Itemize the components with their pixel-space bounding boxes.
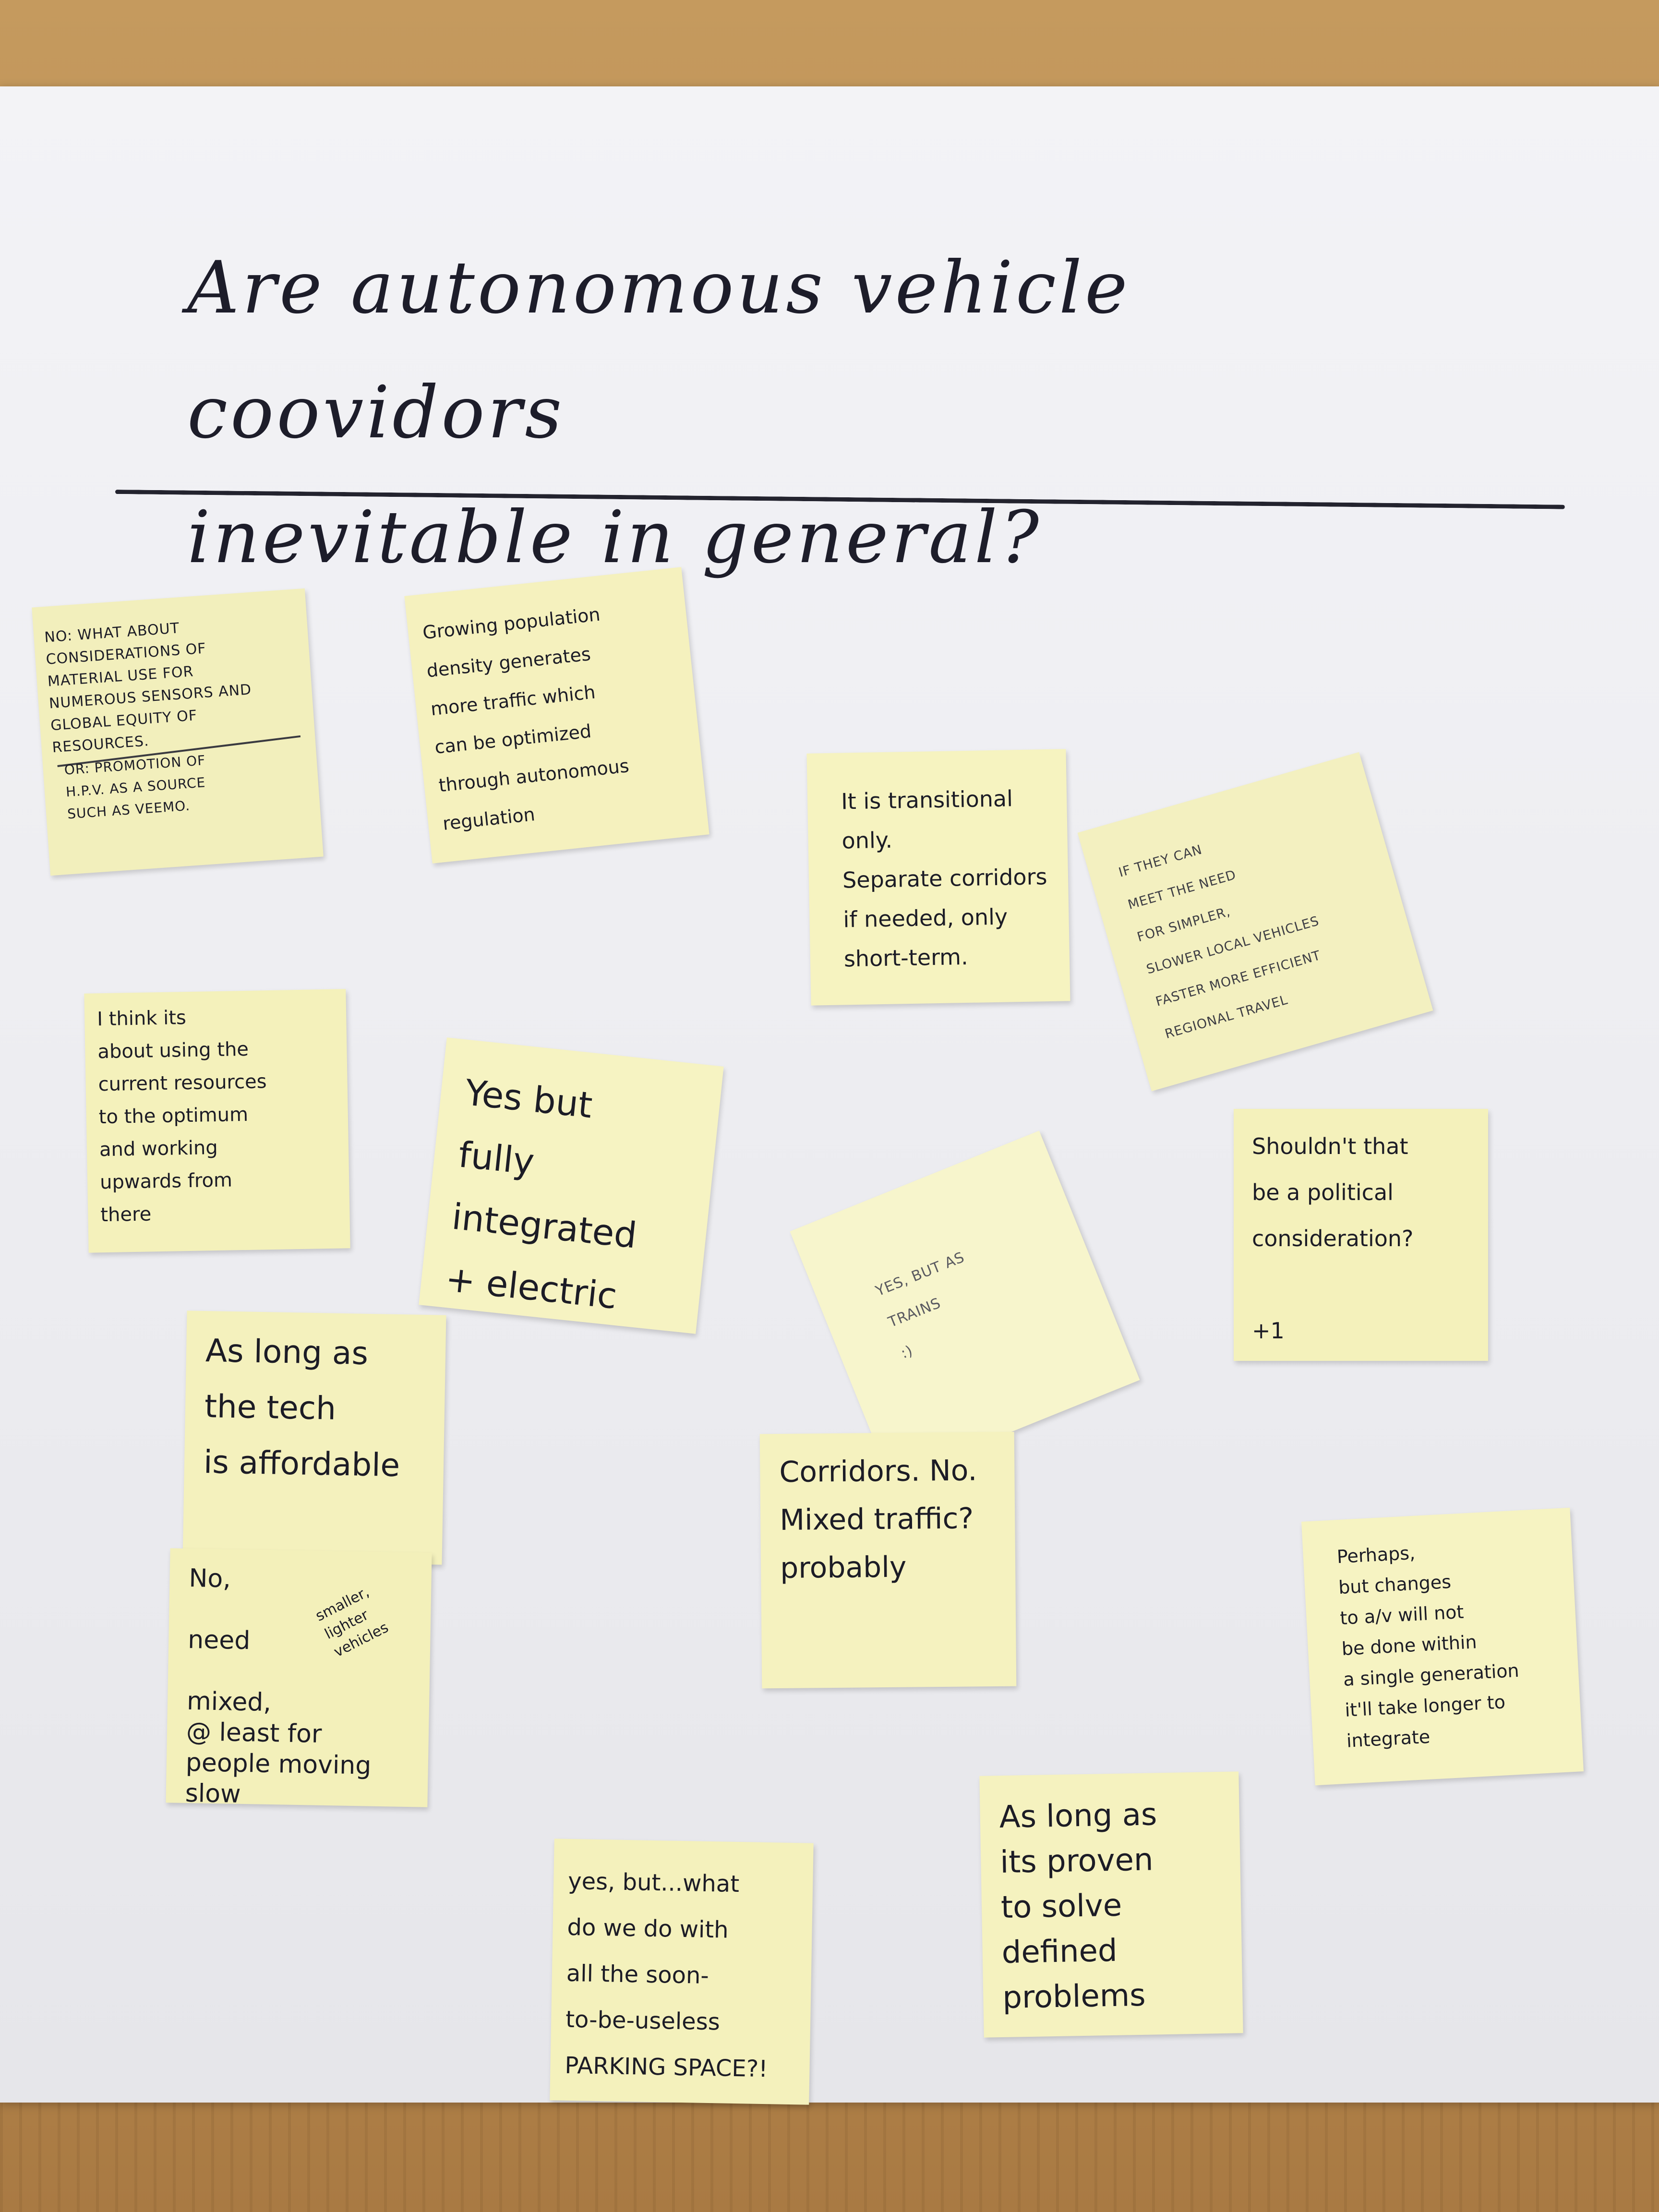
sticky-note-parking[interactable]: yes, but...what do we do with all the so…	[550, 1839, 814, 2105]
sticky-note-proven[interactable]: As long as its proven to solve defined p…	[979, 1771, 1243, 2038]
board-question: Are autonomous vehicle coovidors inevita…	[187, 246, 1130, 579]
sticky-note-political[interactable]: Shouldn't that be a political considerat…	[1234, 1109, 1488, 1361]
sticky-note-text: yes, but...what do we do with all the so…	[565, 1867, 768, 2083]
sticky-note-subtext: OR: PROMOTION OF H.P.V. AS A SOURCE SUCH…	[63, 752, 206, 822]
sticky-note-current-resources[interactable]: I think its about using the current reso…	[84, 989, 350, 1253]
sticky-note-text: Yes but fully integrated + electric	[443, 1072, 639, 1317]
sticky-note-integrated-electric[interactable]: Yes but fully integrated + electric	[419, 1037, 724, 1334]
sticky-note-perhaps[interactable]: Perhaps, but changes to a/v will not be …	[1301, 1507, 1584, 1786]
sticky-note-transitional[interactable]: It is transitional only. Separate corrid…	[806, 749, 1070, 1006]
sticky-note-text: As long as its proven to solve defined p…	[999, 1797, 1157, 2016]
sticky-note-population-density[interactable]: Growing population density generates mor…	[404, 567, 709, 864]
sticky-note-text: Shouldn't that be a political considerat…	[1252, 1133, 1414, 1344]
sticky-note-text: As long as the tech is affordable	[203, 1332, 400, 1484]
sticky-note-need-mixed[interactable]: No, need mixed, @ least for people movin…	[166, 1548, 432, 1807]
table-wood-grain	[0, 2093, 1659, 2212]
sticky-note-affordable[interactable]: As long as the tech is affordable	[182, 1310, 446, 1565]
sticky-note-text: It is transitional only. Separate corrid…	[841, 785, 1047, 972]
sticky-note-corridors-no[interactable]: Corridors. No. Mixed traffic? probably	[759, 1431, 1017, 1689]
sticky-note-text: Growing population density generates mor…	[421, 603, 630, 834]
sticky-note-text: I think its about using the current reso…	[96, 1007, 267, 1226]
sticky-note-material-use[interactable]: NO: WHAT ABOUT CONSIDERATIONS OF MATERIA…	[32, 588, 324, 876]
sticky-note-text: Corridors. No. Mixed traffic? probably	[779, 1454, 977, 1585]
sticky-note-text: Perhaps, but changes to a/v will not be …	[1336, 1542, 1520, 1752]
